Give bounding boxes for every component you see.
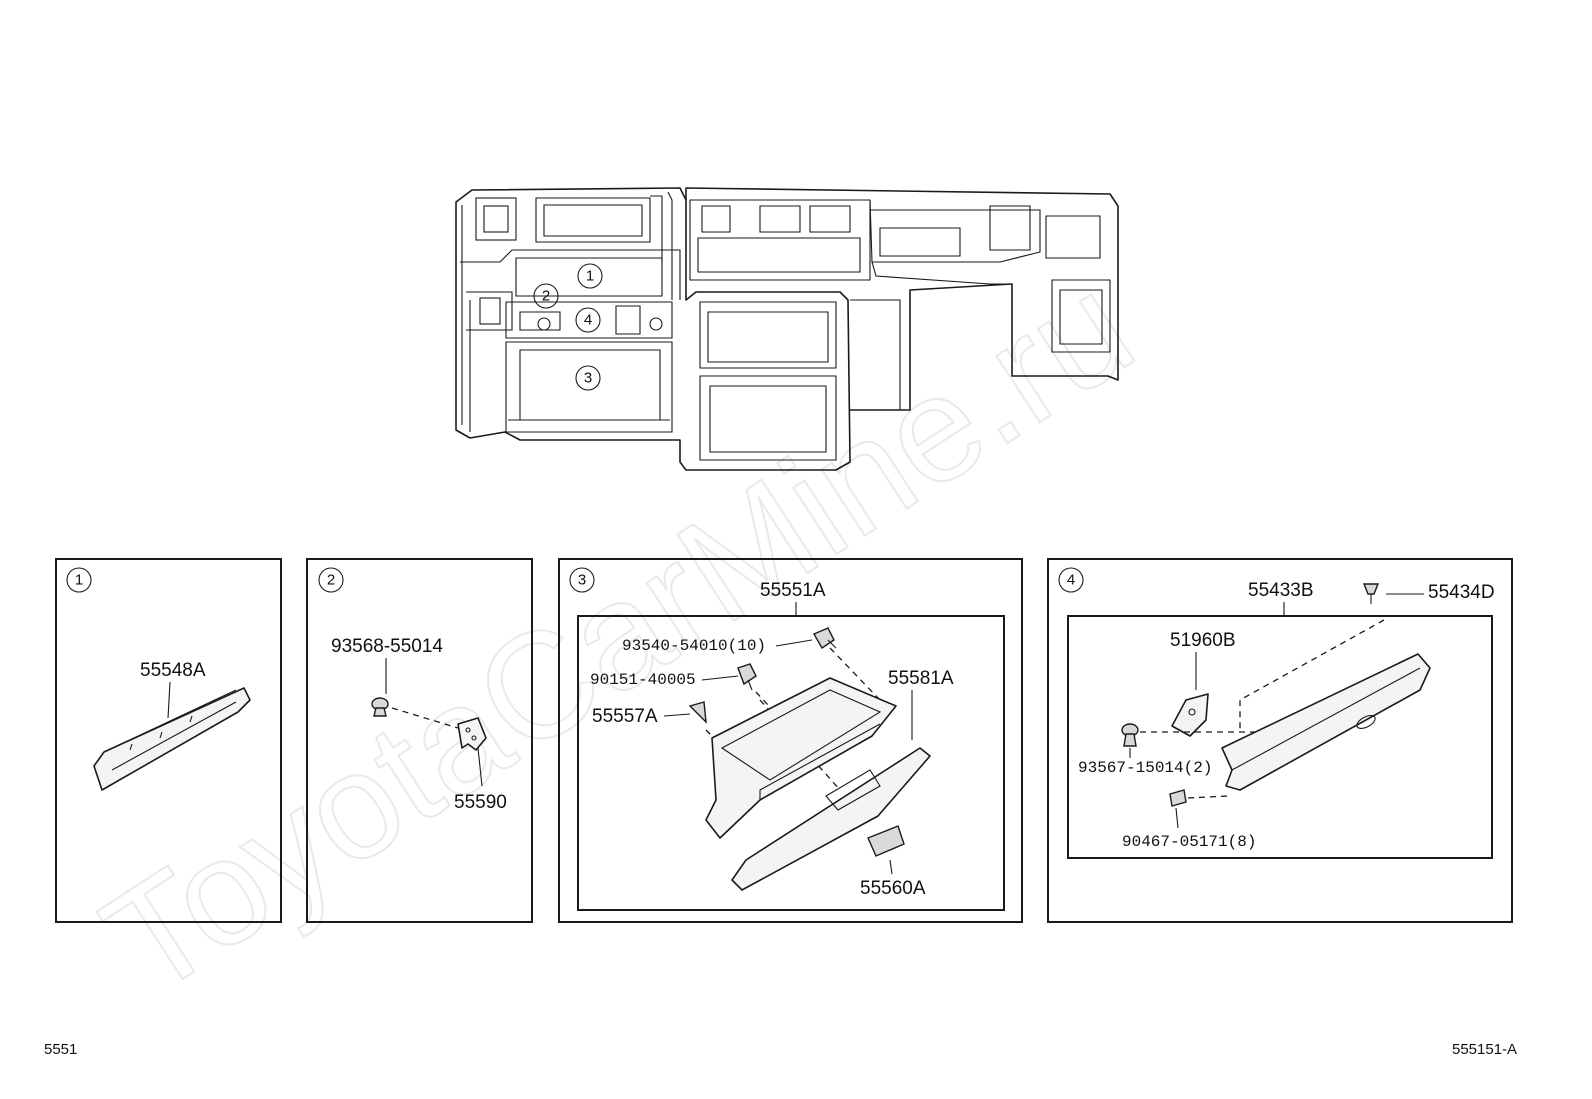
panel-1-circle [66, 567, 92, 593]
part-93540-54010 [813, 627, 837, 649]
part-93568-55014 [371, 697, 389, 717]
part-label-55581A: 55581A [888, 668, 954, 689]
svg-text:2: 2 [542, 288, 550, 305]
callout-4: 4 [575, 307, 601, 333]
watermark: ToyotaCarMine.ru [75, 240, 1161, 1028]
part-label-55560A: 55560A [860, 878, 926, 899]
part-label-90467-05171: 90467-05171(8) [1122, 833, 1256, 851]
svg-text:3: 3 [584, 370, 592, 387]
panel-4: 4 55433B 55434D 51960B 93567-15014(2) [1047, 558, 1513, 923]
part-label-55551A: 55551A [760, 580, 826, 601]
svg-text:4: 4 [584, 312, 592, 329]
part-label-55434D: 55434D [1428, 582, 1495, 603]
panel-2-circle [318, 567, 344, 593]
panel-1-circle-label: 1 [75, 572, 83, 589]
part-55560A [867, 825, 905, 857]
part-55551A [731, 747, 931, 891]
panel-1: 1 55548A [55, 558, 282, 923]
part-90467-05171 [1169, 789, 1187, 807]
part-55434D [1362, 583, 1380, 604]
panel-4-circle [1058, 567, 1084, 593]
part-55548A [93, 687, 251, 791]
part-90151-40005 [737, 663, 757, 691]
svg-text:1: 1 [586, 268, 594, 285]
footer-left-code: 5551 [44, 1041, 77, 1058]
callout-3: 3 [575, 365, 601, 391]
part-55590 [457, 717, 487, 751]
part-93567-15014 [1121, 723, 1139, 747]
part-label-93540-54010: 93540-54010(10) [622, 637, 766, 655]
callout-1: 1 [577, 263, 603, 289]
part-label-55433B: 55433B [1248, 580, 1314, 601]
panel-2-circle-label: 2 [327, 572, 335, 589]
panel-2: 2 93568-55014 55590 [306, 558, 533, 923]
panel-3-circle [569, 567, 595, 593]
part-label-55590: 55590 [454, 792, 507, 813]
part-label-93568-55014: 93568-55014 [331, 636, 443, 657]
part-51960B [1171, 693, 1209, 737]
panel-3: 3 55551A 93540-54010(10) 90151-40005 555… [558, 558, 1023, 923]
panel-3-circle-label: 3 [578, 572, 586, 589]
part-label-51960B: 51960B [1170, 630, 1236, 651]
callout-2: 2 [533, 283, 559, 309]
dashboard-overview: 1 2 4 3 [455, 187, 1119, 471]
part-55581A [705, 677, 897, 839]
part-label-55548A: 55548A [140, 660, 206, 681]
panel-4-circle-label: 4 [1067, 572, 1075, 589]
part-55433B [1221, 653, 1431, 791]
footer-right-code: 555151-A [1452, 1041, 1517, 1058]
part-label-90151-40005: 90151-40005 [590, 671, 696, 689]
part-55557A [688, 701, 707, 724]
part-label-93567-15014: 93567-15014(2) [1078, 759, 1212, 777]
watermark-text: ToyotaCarMine.ru [76, 241, 1160, 1027]
part-label-55557A: 55557A [592, 706, 658, 727]
